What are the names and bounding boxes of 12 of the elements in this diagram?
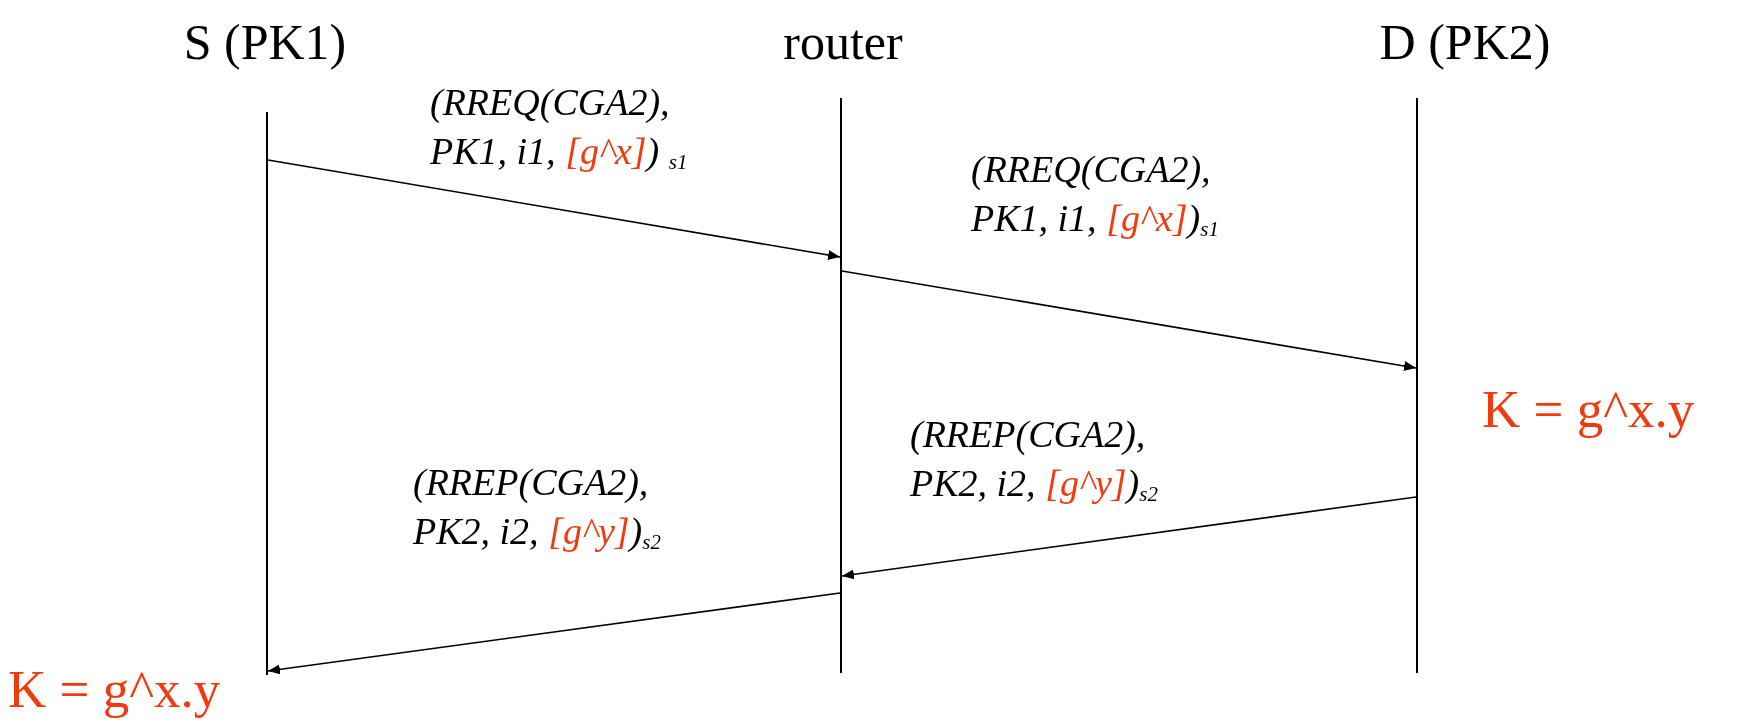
arrow [267, 159, 841, 260]
participant-name: D (PK2) [1378, 15, 1552, 70]
arrow [841, 270, 1417, 371]
key-equation: K = g^x.y [1482, 380, 1695, 439]
key-equation: K = g^x.y [8, 660, 221, 719]
lifeline [840, 98, 842, 673]
arrow [841, 496, 1417, 580]
lifeline [266, 112, 268, 675]
lifeline [1416, 98, 1418, 673]
participant-name: S (PK1) [182, 15, 348, 70]
participant-name: router [782, 15, 904, 70]
arrow [267, 592, 841, 675]
